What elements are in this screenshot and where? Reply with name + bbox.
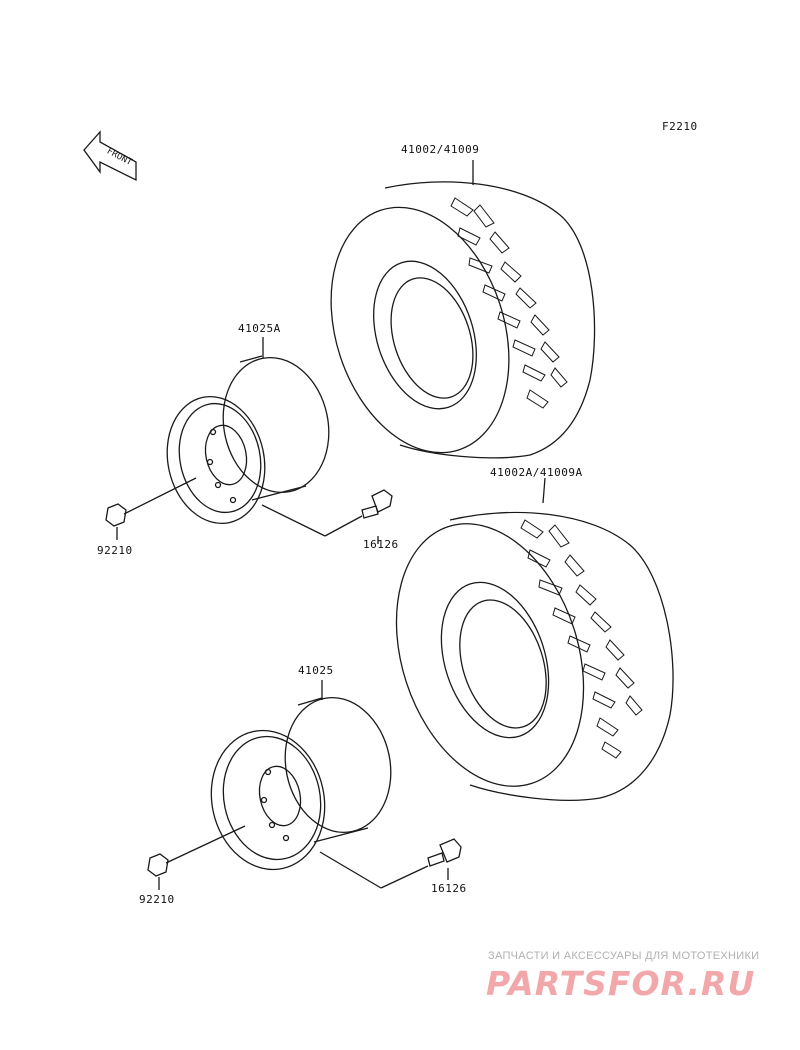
part-label-nut-lower: 92210	[139, 893, 175, 906]
part-label-valve-lower: 16126	[431, 882, 467, 895]
part-label-tire-front: 41002A/41009A	[490, 466, 583, 479]
part-label-nut-upper: 92210	[97, 544, 133, 557]
wheel-upper	[166, 355, 330, 525]
watermark-subtitle: ЗАПЧАСТИ И АКСЕССУАРЫ ДЛЯ МОТОТЕХНИКИ	[488, 950, 760, 962]
part-label-wheel-upper: 41025A	[238, 322, 281, 335]
part-label-tire-rear: 41002/41009	[401, 143, 480, 156]
part-label-valve-upper: 16126	[363, 538, 399, 551]
valve-upper	[261, 489, 393, 544]
tire-rear	[330, 181, 596, 459]
wheel-lower	[210, 696, 392, 871]
diagram-code: F2210	[662, 120, 698, 133]
nut-upper	[105, 477, 197, 540]
front-arrow-icon: FRONT	[83, 130, 137, 182]
part-label-wheel-lower: 41025	[298, 664, 334, 677]
tire-front	[395, 511, 674, 801]
watermark-logo: PARTSFOR.RU	[486, 964, 756, 1003]
valve-lower	[319, 838, 462, 889]
nut-lower	[147, 825, 246, 890]
